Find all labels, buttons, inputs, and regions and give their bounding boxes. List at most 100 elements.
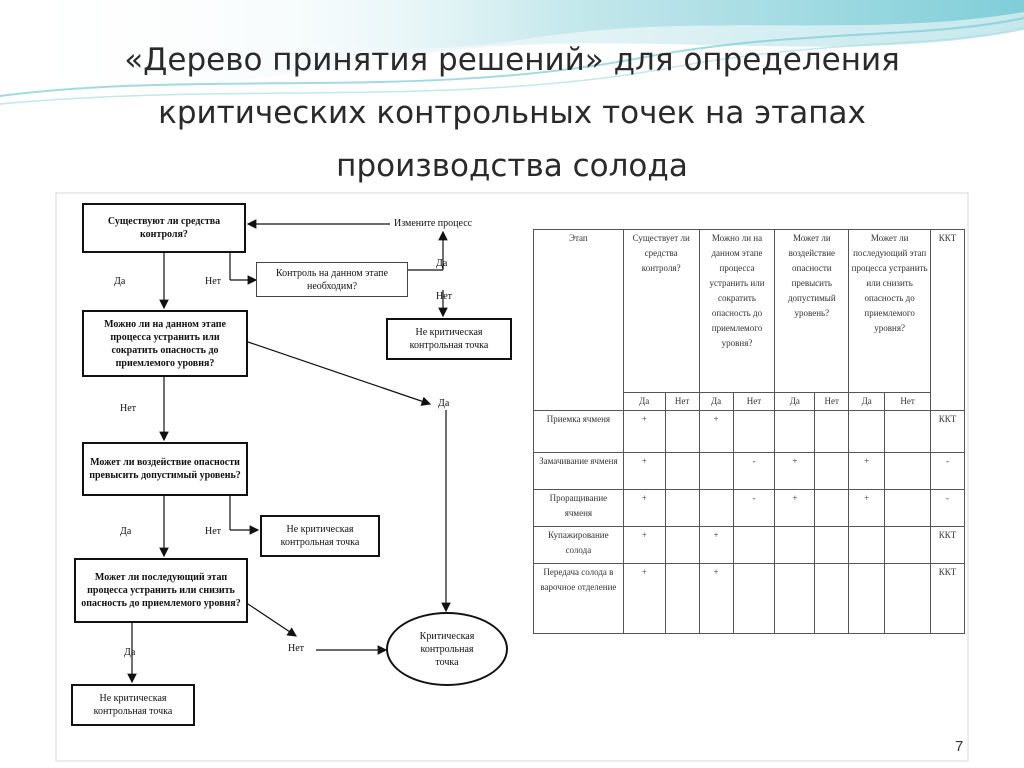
cell: + <box>698 563 734 634</box>
cell: + <box>622 526 666 564</box>
question-1-text: Существуют ли средства контроля? <box>107 216 221 240</box>
connector-q2-yes <box>247 341 432 406</box>
cell-stage: Замачивание ячменя <box>533 452 624 490</box>
header-ccp: ККТ <box>930 229 965 411</box>
cell <box>884 452 932 490</box>
wave-line <box>0 17 1024 97</box>
change-process-label: Измените процесс <box>394 218 473 229</box>
cell: + <box>698 526 734 564</box>
wave-line <box>0 27 1024 105</box>
table-header-row: Этап Существует ли средства контроля? Мо… <box>533 229 965 411</box>
table-row: Передача солода в варочное отделение + +… <box>533 563 965 634</box>
cell <box>664 410 700 453</box>
non-critical-box-1: Не критическая контрольная точка <box>386 318 512 360</box>
cell <box>814 489 850 527</box>
cell <box>732 526 776 564</box>
cell: + <box>774 452 816 490</box>
cell <box>884 563 932 634</box>
control-needed-box: Контроль на данном этапе необходим? <box>256 262 408 297</box>
cell-stage: Передача солода в варочное отделение <box>533 563 624 634</box>
cell: + <box>774 489 816 527</box>
label-no-q4: Нет <box>288 643 305 654</box>
cell <box>732 563 776 634</box>
table-row: Купажирование солода + + ККТ <box>533 526 965 564</box>
subheader-yes: Да <box>622 392 666 411</box>
cell <box>848 410 886 453</box>
cell <box>884 489 932 527</box>
cell <box>664 526 700 564</box>
header-reduce-hazard: Можно ли на данном этапе процесса устран… <box>698 229 776 393</box>
label-no-q2: Нет <box>120 403 137 414</box>
cell-ccp: ККТ <box>930 563 965 634</box>
label-yes-control: Да <box>436 258 448 269</box>
wave-band <box>250 0 1024 49</box>
cell <box>664 563 700 634</box>
header-control-means: Существует ли средства контроля? <box>622 229 700 393</box>
cell-ccp: - <box>930 489 965 527</box>
subheader-yes: Да <box>698 392 734 411</box>
cell <box>848 563 886 634</box>
cell <box>664 452 700 490</box>
control-needed-text: Контроль на данном этапе необходим? <box>276 267 388 292</box>
cell <box>698 452 734 490</box>
header-stage: Этап <box>533 229 624 411</box>
slide-title: «Дерево принятия решений» для определени… <box>40 34 984 193</box>
title-line-2: критических контрольных точек на этапах <box>158 95 866 131</box>
cell: + <box>698 410 734 453</box>
subheader-yes: Да <box>848 392 886 411</box>
critical-control-point-node: Критическая контрольная точка <box>386 612 508 686</box>
question-box-3: Может ли воздействие опасности превысить… <box>82 442 248 496</box>
non-critical-text-1: Не критическая контрольная точка <box>409 327 489 351</box>
question-2-text: Можно ли на данном этапе процесса устран… <box>104 318 226 369</box>
connector-q4-to-ccp <box>247 603 297 637</box>
subheader-yes: Да <box>774 392 816 411</box>
question-4-text: Может ли последующий этап процесса устра… <box>81 572 241 609</box>
page-number: 7 <box>955 738 964 755</box>
cell <box>814 410 850 453</box>
title-line-1: «Дерево принятия решений» для определени… <box>124 42 900 78</box>
critical-control-point-text: Критическая контрольная точка <box>419 630 475 668</box>
table-row: Приемка ячменя + + ККТ <box>533 410 965 453</box>
label-no-q3: Нет <box>205 526 222 537</box>
slide-frame <box>55 192 969 762</box>
cell <box>814 452 850 490</box>
cell-stage: Приемка ячменя <box>533 410 624 453</box>
cell: - <box>732 489 776 527</box>
question-box-1: Существуют ли средства контроля? <box>82 203 246 253</box>
non-critical-box-2: Не критическая контрольная точка <box>260 515 380 557</box>
table-row: Замачивание ячменя + - + + - <box>533 452 965 490</box>
question-box-2: Можно ли на данном этапе процесса устран… <box>82 310 248 377</box>
cell <box>884 410 932 453</box>
cell-ccp: ККТ <box>930 410 965 453</box>
cell <box>848 526 886 564</box>
cell <box>774 563 816 634</box>
label-yes-q3: Да <box>120 526 132 537</box>
subheader-no: Нет <box>732 392 776 411</box>
cell: - <box>732 452 776 490</box>
cell <box>774 526 816 564</box>
ccp-table: Этап Существует ли средства контроля? Мо… <box>533 229 965 634</box>
cell <box>664 489 700 527</box>
cell: + <box>848 452 886 490</box>
table-row: Проращивание ячменя + - + + - <box>533 489 965 527</box>
subheader-no: Нет <box>664 392 700 411</box>
question-box-4: Может ли последующий этап процесса устра… <box>74 558 248 623</box>
label-no-control: Нет <box>436 291 453 302</box>
subheader-no: Нет <box>814 392 850 411</box>
label-yes-q2: Да <box>438 398 450 409</box>
cell <box>884 526 932 564</box>
cell <box>814 526 850 564</box>
cell-stage: Купажирование солода <box>533 526 624 564</box>
cell: + <box>622 410 666 453</box>
label-yes-q4: Да <box>124 647 136 658</box>
cell <box>732 410 776 453</box>
title-line-3: производства солода <box>336 148 688 184</box>
cell-stage: Проращивание ячменя <box>533 489 624 527</box>
non-critical-box-3: Не критическая контрольная точка <box>71 684 195 726</box>
label-no-q1: Нет <box>205 276 222 287</box>
subheader-no: Нет <box>884 392 932 411</box>
cell <box>698 489 734 527</box>
label-yes-q1: Да <box>114 276 126 287</box>
